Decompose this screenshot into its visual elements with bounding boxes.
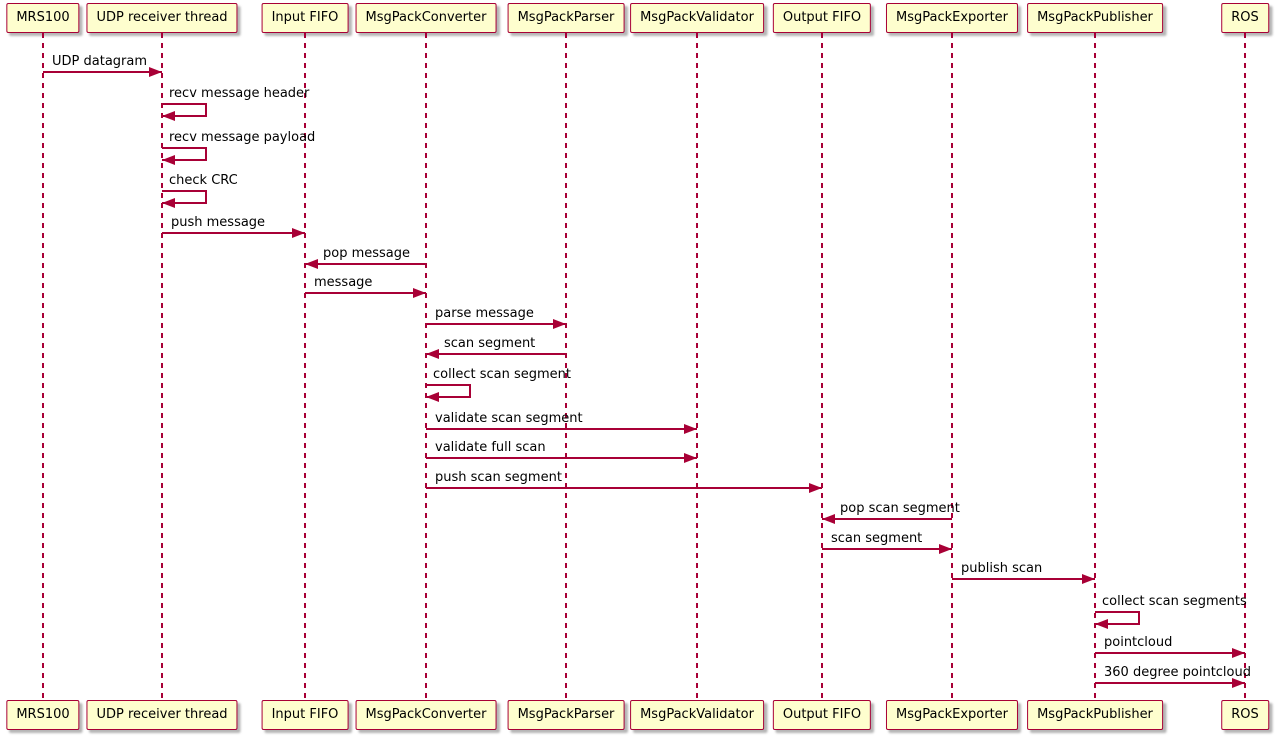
message-arrow-line [426,323,566,325]
participant-bottom-msgpack-parser: MsgPackParser [507,700,625,730]
message-label: validate scan segment [435,411,583,426]
self-message-line-top [162,103,205,105]
lifeline-msgpack-publisher [1094,33,1096,700]
message-label: UDP datagram [52,54,148,69]
self-message-line-top [1095,611,1138,613]
self-message-line-bottom [162,115,205,117]
message-label: push scan segment [435,470,562,485]
participant-top-msgpack-exporter: MsgPackExporter [885,3,1019,33]
self-message-line-top [162,190,205,192]
message-arrow-line [426,487,822,489]
lifeline-msgpack-parser [565,33,567,700]
participant-top-msgpack-publisher: MsgPackPublisher [1027,3,1163,33]
lifeline-input-fifo [304,33,306,700]
arrowhead-left-icon [305,258,318,269]
lifeline-udp-receiver-thread [161,33,163,700]
participant-bottom-output-fifo: Output FIFO [772,700,872,730]
arrowhead-right-icon [809,482,822,493]
message-arrow-line [952,578,1095,580]
self-message-line-bottom [162,159,205,161]
message-arrow-line [426,428,697,430]
participant-bottom-msgpack-publisher: MsgPackPublisher [1027,700,1163,730]
message-arrow-line [1095,652,1245,654]
lifeline-msgpack-validator [696,33,698,700]
arrowhead-right-icon [292,227,305,238]
self-message-line-bottom [1095,623,1138,625]
participant-top-output-fifo: Output FIFO [772,3,872,33]
message-label: pop message [323,246,411,261]
participant-top-msgpack-converter: MsgPackConverter [355,3,497,33]
message-label: parse message [435,306,534,321]
self-message-line-side [205,103,207,117]
lifeline-mrs100 [42,33,44,700]
arrowhead-left-icon [162,197,175,208]
message-label: push message [171,215,266,230]
lifeline-msgpack-converter [425,33,427,700]
self-message-line-side [1138,611,1140,625]
arrowhead-left-icon [426,391,439,402]
message-arrow-line [305,263,426,265]
participant-bottom-input-fifo: Input FIFO [261,700,349,730]
arrowhead-right-icon [684,423,697,434]
message-arrow-line [426,457,697,459]
participant-bottom-mrs100: MRS100 [6,700,80,730]
message-arrow-line [43,71,162,73]
message-label: pointcloud [1104,635,1173,650]
message-label: message [314,275,373,290]
message-label: recv message header [169,86,310,101]
participant-bottom-ros: ROS [1221,700,1269,730]
message-arrow-line [1095,682,1245,684]
lifeline-output-fifo [821,33,823,700]
message-arrow-line [426,353,566,355]
participant-top-ros: ROS [1221,3,1269,33]
message-label: scan segment [831,531,923,546]
participant-top-mrs100: MRS100 [6,3,80,33]
arrowhead-right-icon [413,287,426,298]
message-arrow-line [305,292,426,294]
arrowhead-left-icon [162,154,175,165]
message-label: 360 degree pointcloud [1104,665,1251,680]
participant-bottom-msgpack-converter: MsgPackConverter [355,700,497,730]
message-label: recv message payload [169,130,316,145]
participant-bottom-udp-receiver-thread: UDP receiver thread [86,700,238,730]
participant-bottom-msgpack-exporter: MsgPackExporter [885,700,1019,730]
arrowhead-right-icon [939,543,952,554]
message-label: scan segment [444,336,536,351]
participant-top-msgpack-parser: MsgPackParser [507,3,625,33]
self-message-line-side [205,147,207,161]
message-label: collect scan segments [1102,594,1247,609]
lifeline-msgpack-exporter [951,33,953,700]
arrowhead-left-icon [162,110,175,121]
self-message-line-top [426,384,469,386]
arrowhead-right-icon [684,452,697,463]
participant-bottom-msgpack-validator: MsgPackValidator [630,700,764,730]
arrowhead-left-icon [1095,618,1108,629]
self-message-line-side [205,190,207,204]
arrowhead-left-icon [426,348,439,359]
message-arrow-line [822,518,952,520]
arrowhead-right-icon [1232,647,1245,658]
message-label: pop scan segment [840,501,960,516]
message-arrow-line [822,548,952,550]
self-message-line-bottom [162,202,205,204]
participant-top-udp-receiver-thread: UDP receiver thread [86,3,238,33]
message-arrow-line [162,232,305,234]
self-message-line-top [162,147,205,149]
lifeline-ros [1244,33,1246,700]
self-message-line-side [469,384,471,398]
message-label: validate full scan [435,440,546,455]
message-label: publish scan [961,561,1043,576]
arrowhead-right-icon [553,318,566,329]
message-label: collect scan segment [433,367,571,382]
arrowhead-right-icon [1082,573,1095,584]
arrowhead-right-icon [149,66,162,77]
participant-top-msgpack-validator: MsgPackValidator [630,3,764,33]
message-label: check CRC [169,173,238,188]
arrowhead-left-icon [822,513,835,524]
arrowhead-right-icon [1232,677,1245,688]
self-message-line-bottom [426,396,469,398]
participant-top-input-fifo: Input FIFO [261,3,349,33]
